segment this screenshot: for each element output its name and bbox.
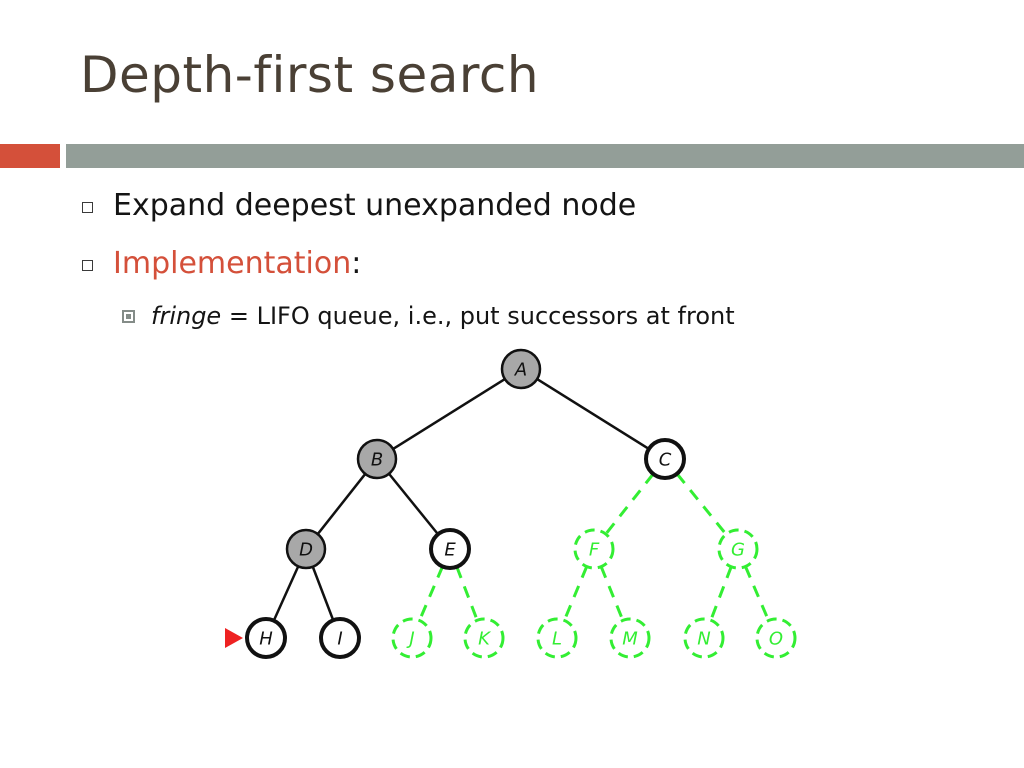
tree-node-label: D [299,540,313,561]
tree-node-circle [356,438,398,480]
tree-edge-C-F [604,472,655,536]
filled-square-bullet-icon [122,309,135,323]
tree-edge-D-I [311,566,335,621]
tree-node-circle [245,617,287,659]
title-accent-bar [0,144,60,168]
tree-node-L: L [536,617,578,659]
square-bullet-icon [82,260,93,271]
tree-node-label: M [622,629,638,650]
tree-edge-G-O [744,565,770,622]
tree-node-circle [429,528,471,570]
tree-node-label: H [259,629,273,650]
tree-edge-B-D [316,473,367,535]
tree-node-label: L [552,629,562,650]
bullet-implementation: Implementation: [82,246,361,281]
tree-node-D: D [285,528,327,570]
tree-edge-B-E [387,472,440,536]
tree-node-I: I [319,617,361,659]
slide-title: Depth-first search [80,46,540,104]
tree-node-label: F [589,540,600,561]
tree-node-circle [609,617,651,659]
tree-node-label: G [731,540,745,561]
tree-node-label: K [478,629,491,650]
tree-edge-A-C [536,378,650,450]
tree-node-circle [536,617,578,659]
tree-node-circle [717,528,759,570]
tree-node-B: B [356,438,398,480]
tree-node-A: A [500,348,542,390]
title-divider-bar [66,144,1024,168]
tree-node-F: F [573,528,615,570]
bullet-text: Expand deepest unexpanded node [113,188,637,223]
fringe-term: fringe [151,302,222,330]
tree-node-circle [391,617,433,659]
tree-node-circle [285,528,327,570]
tree-node-label: A [514,360,527,381]
bullet-colon: : [351,246,362,281]
tree-node-label: E [444,540,456,561]
tree-node-C: C [644,438,686,480]
tree-node-M: M [609,617,651,659]
tree-node-E: E [429,528,471,570]
square-bullet-icon [82,202,93,213]
bullet-expand: Expand deepest unexpanded node [82,188,636,223]
tree-edge-F-L [562,565,589,622]
tree-node-circle [644,438,686,480]
tree-node-circle [463,617,505,659]
tree-edge-G-N [709,566,733,621]
tree-edge-E-K [455,566,479,621]
tree-edge-C-G [675,472,728,536]
tree-node-label: C [659,450,672,471]
sub-bullet-fringe: fringe = LIFO queue, i.e., put successor… [122,302,735,330]
tree-node-circle [573,528,615,570]
sub-bullet-text: fringe = LIFO queue, i.e., put successor… [151,302,735,330]
tree-node-circle [755,617,797,659]
tree-node-G: G [717,528,759,570]
tree-edge-E-J [418,565,444,622]
tree-node-J: J [391,617,433,659]
tree-node-circle [319,617,361,659]
tree-node-label: B [371,450,383,471]
tree-node-label: J [406,629,414,650]
tree-edge-D-H [272,565,300,622]
tree-node-O: O [755,617,797,659]
tree-node-H: H [245,617,287,659]
tree-node-label: I [337,629,342,650]
tree-edge-F-M [599,566,625,621]
tree-node-label: N [697,629,710,650]
current-node-pointer-icon [225,628,243,648]
tree-node-N: N [683,617,725,659]
sub-bullet-rest: = LIFO queue, i.e., put successors at fr… [221,302,735,330]
tree-edge-A-B [392,378,506,450]
tree-node-K: K [463,617,505,659]
bullet-text-highlight: Implementation [113,246,352,281]
tree-node-circle [500,348,542,390]
tree-node-circle [683,617,725,659]
tree-node-label: O [769,629,783,650]
